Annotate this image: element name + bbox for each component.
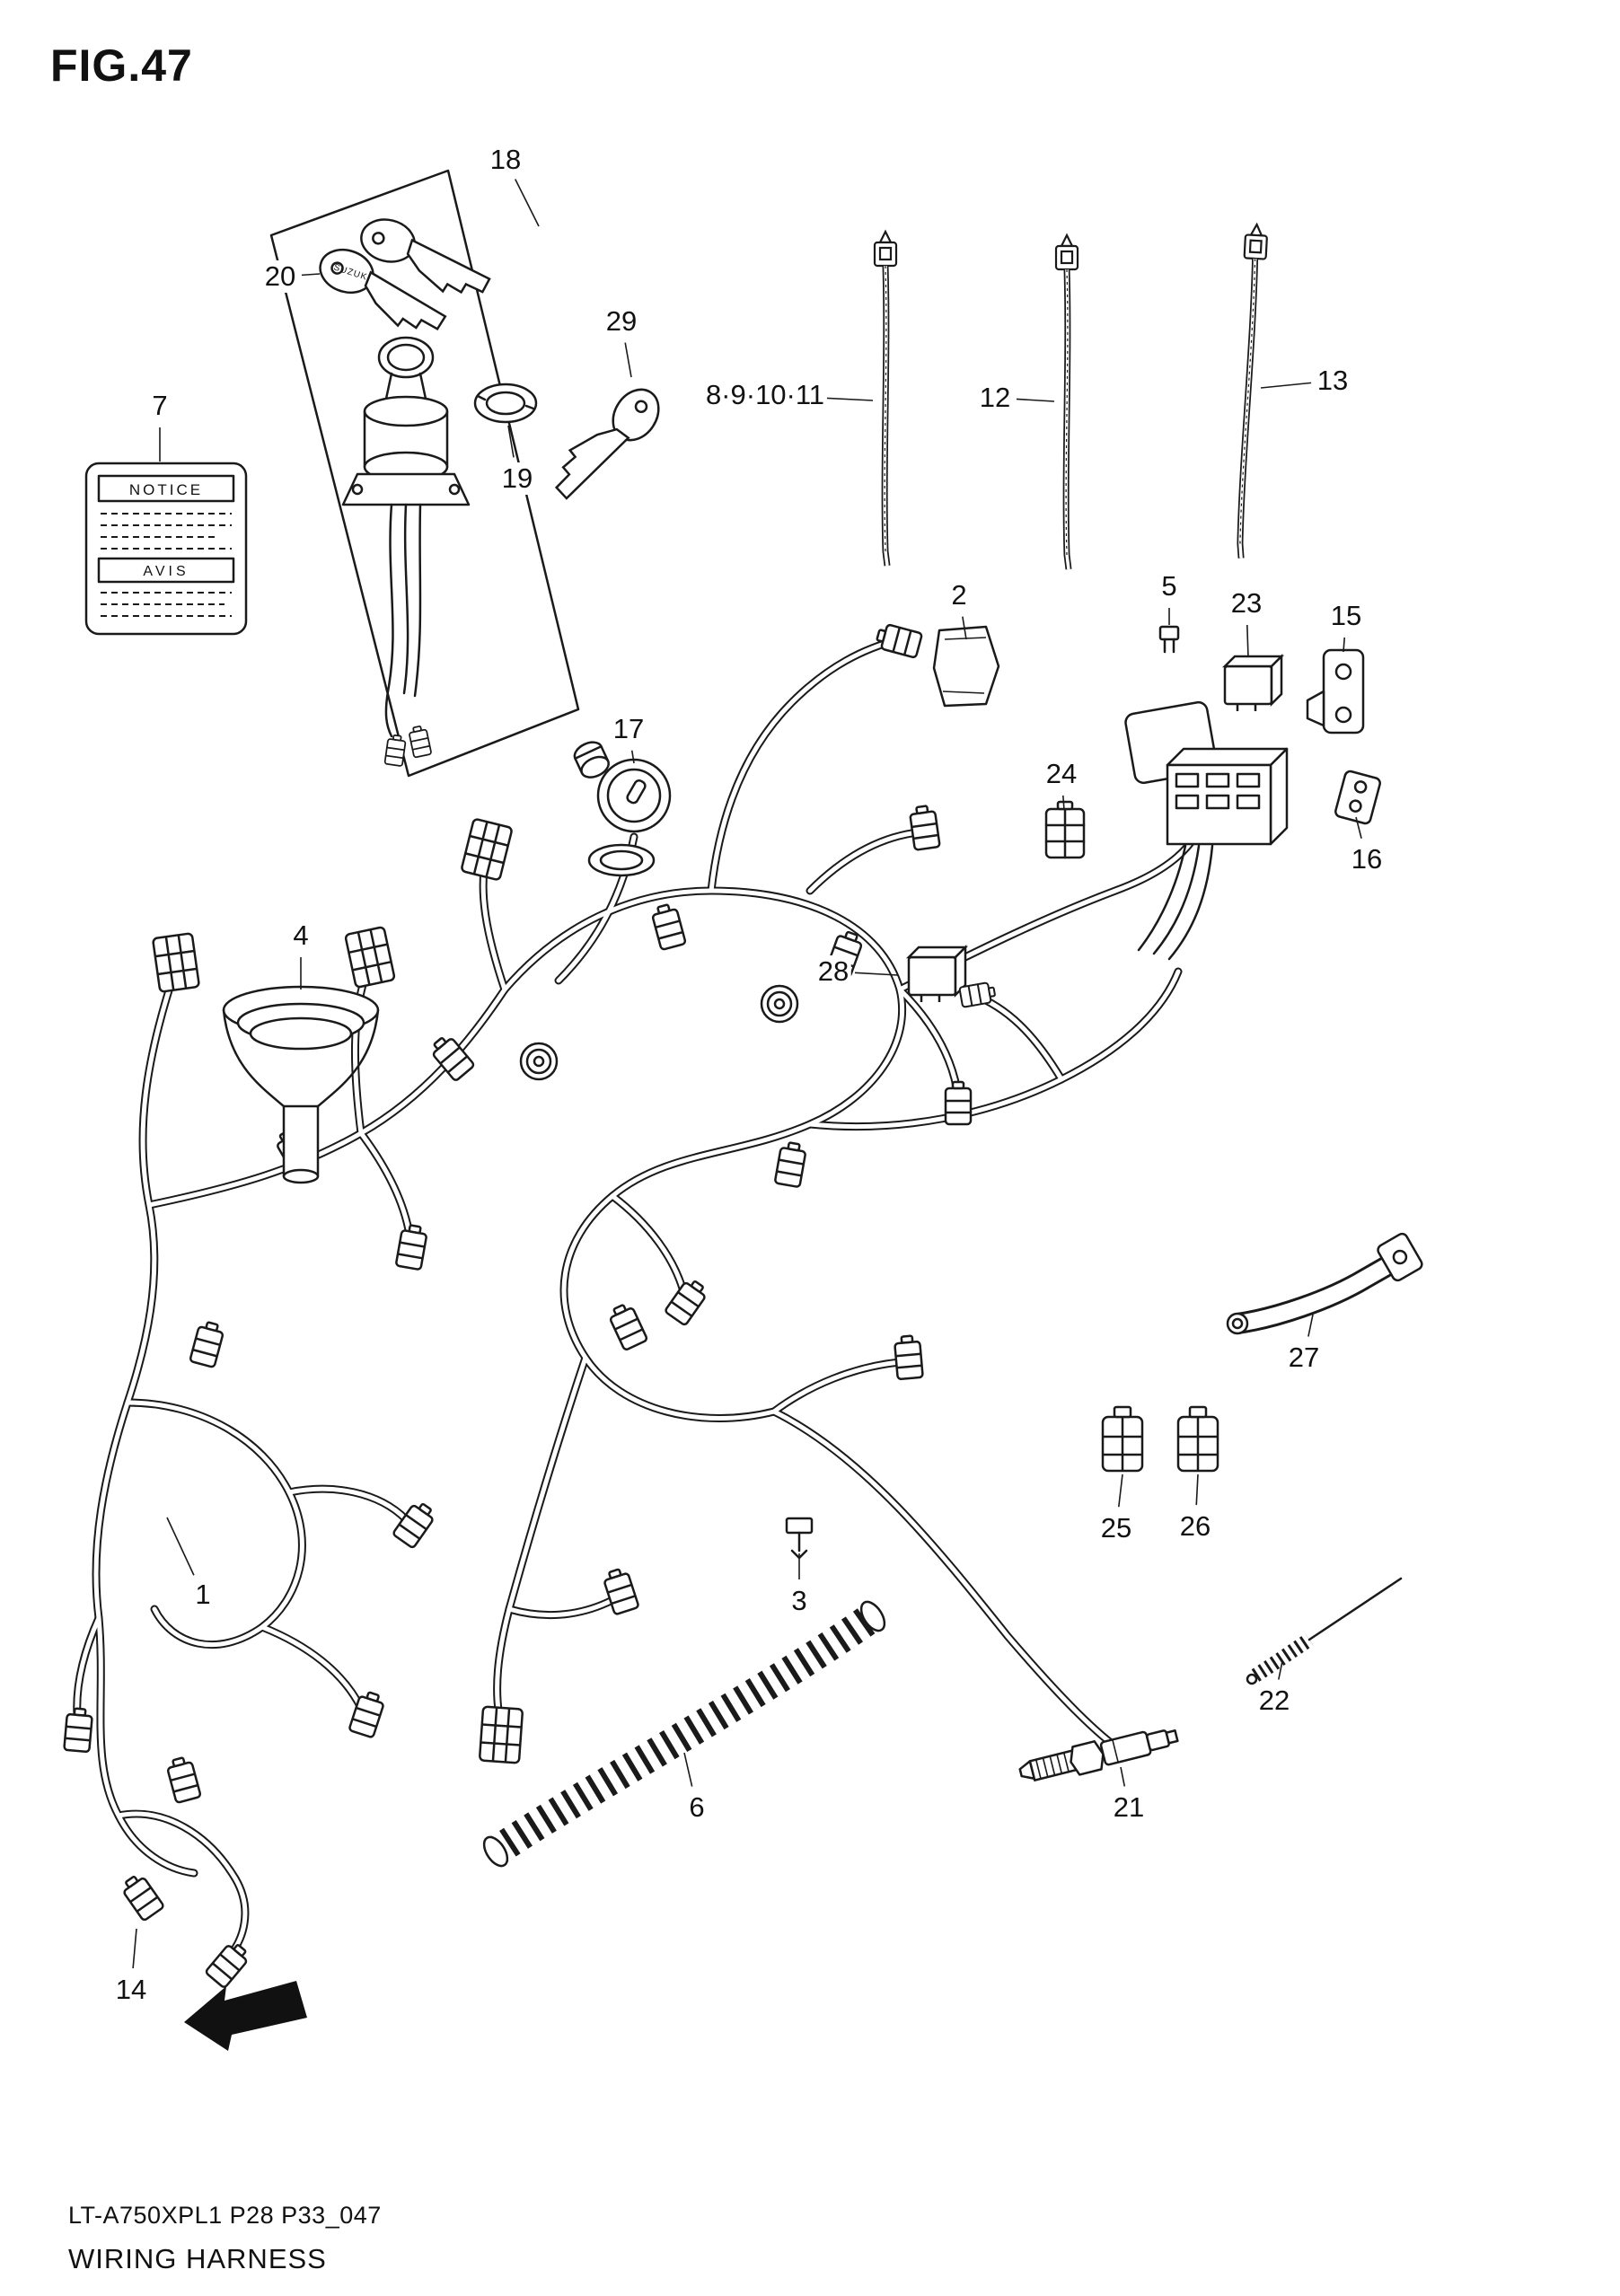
spring [1246,1577,1403,1685]
connector-24 [1044,800,1086,859]
leader-line-28 [854,972,899,976]
main-switch [573,741,672,877]
rubber-boot [222,985,380,1184]
ignition-switch [341,336,471,768]
notice-title: NOTICE [129,481,203,498]
leader-line-14 [132,1928,137,1969]
leader-line-13 [1260,382,1312,389]
leader-line-24 [1061,795,1065,811]
notice-label: NOTICE AVIS [84,462,248,636]
fuse-box [1137,747,1289,961]
leader-line-6 [683,1752,693,1787]
leader-line-15 [1343,637,1346,653]
spare-key-icon [545,371,669,518]
leader-line-29 [624,342,632,378]
leader-line-19 [507,425,515,458]
leader-line-17 [630,750,635,764]
connector-25 [1101,1405,1144,1473]
cable-tie-icon [875,232,896,566]
leader-line-21 [1120,1766,1126,1787]
leader-line-20 [301,273,321,277]
leader-line-18 [515,179,540,227]
footer-model-code: LT-A750XPL1 P28 P33_047 [68,2202,382,2229]
connector-26 [1176,1405,1219,1473]
leader-line-25 [1117,1473,1123,1508]
leader-line-2 [962,616,967,640]
leader-line-12 [1016,398,1055,402]
figure-title: FIG.47 [50,40,193,91]
leader-line-16 [1355,816,1362,839]
coiled-tube [482,1600,886,1868]
fwd-arrow: FWD [184,1981,307,2051]
mini-fuse [1158,625,1180,654]
bracket-strap [1226,1232,1423,1335]
leader-line-22 [1278,1660,1283,1680]
lock-ring-icon [473,383,538,424]
leader-line-8-9-10-11 [786,395,874,401]
small-bracket [1334,770,1381,825]
footer-figure-name: WIRING HARNESS [68,2243,327,2274]
pressure-switch [1018,1729,1179,1781]
relay-28 [907,946,998,1008]
bracket-plate [1306,648,1365,735]
harness-connectors [63,621,973,1990]
avis-title: AVIS [143,564,189,579]
leader-line-1 [166,1517,195,1576]
cable-tie-icon [1056,235,1078,569]
clamp [785,1517,814,1560]
leader-line-23 [1246,624,1249,658]
leader-line-26 [1195,1473,1199,1506]
relay [1223,655,1283,713]
cable-tie-icon [1228,224,1267,559]
connector-cover [932,625,1000,708]
ignition-key-icon: SUZUKI [308,242,457,340]
key-set-box: SUZUKI [269,169,580,778]
leader-lines [132,179,1362,1969]
leader-line-27 [1307,1314,1314,1337]
